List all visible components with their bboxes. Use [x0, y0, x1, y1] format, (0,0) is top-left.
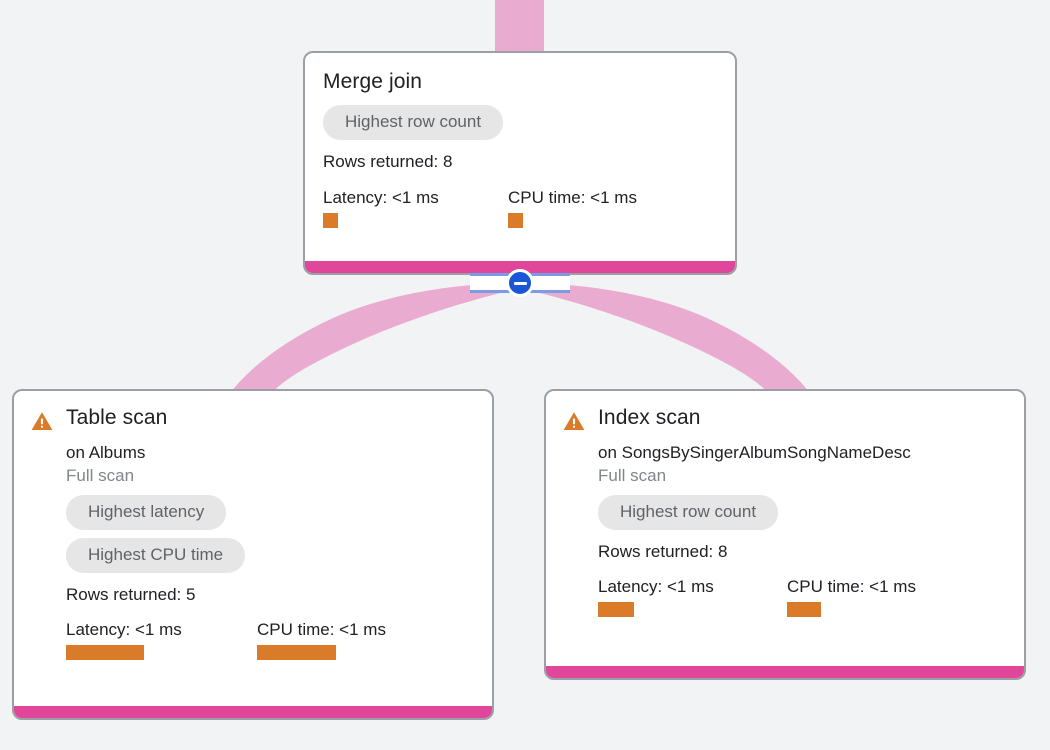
node-chips: Highest latency Highest CPU time [66, 495, 476, 573]
metric-cpu-time-bar [787, 602, 821, 617]
metric-latency-label: Latency: <1 ms [66, 620, 182, 639]
metric-latency-bar [323, 213, 338, 228]
node-header: Index scan on SongsBySingerAlbumSongName… [562, 405, 1008, 617]
metric-cpu-time-bar [257, 645, 336, 660]
chip-highest-cpu-time[interactable]: Highest CPU time [66, 538, 246, 573]
chip-highest-row-count[interactable]: Highest row count [323, 105, 504, 140]
warning-triangle-icon [563, 412, 585, 430]
metric-latency: Latency: <1 ms [66, 619, 257, 660]
node-subtitle: on SongsBySingerAlbumSongNameDesc [598, 443, 911, 462]
metric-cpu-time-bar [508, 213, 523, 228]
node-metrics: Latency: <1 ms CPU time: <1 ms [598, 576, 1008, 617]
chip-highest-row-count[interactable]: Highest row count [598, 495, 779, 530]
metric-latency: Latency: <1 ms [323, 187, 508, 228]
node-header-text: Table scan on Albums Full scan Highest l… [66, 405, 476, 660]
metric-cpu-time: CPU time: <1 ms [508, 187, 637, 228]
metric-latency: Latency: <1 ms [598, 576, 787, 617]
metric-cpu-time-label: CPU time: <1 ms [787, 577, 916, 596]
plan-node-table-scan[interactable]: Table scan on Albums Full scan Highest l… [12, 389, 494, 720]
metric-latency-bar [66, 645, 144, 660]
node-header-text: Merge join [323, 69, 717, 95]
collapse-toggle-button[interactable] [506, 269, 534, 297]
node-metrics: Latency: <1 ms CPU time: <1 ms [66, 619, 476, 660]
rows-returned: Rows returned: 8 [323, 152, 453, 171]
edge-incoming-stub [495, 0, 544, 54]
rows-returned: Rows returned: 8 [598, 542, 728, 561]
metric-cpu-time: CPU time: <1 ms [257, 619, 386, 660]
metric-latency-label: Latency: <1 ms [598, 577, 714, 596]
minus-icon [513, 281, 527, 285]
node-header: Table scan on Albums Full scan Highest l… [30, 405, 476, 660]
metric-latency-label: Latency: <1 ms [323, 188, 439, 207]
node-header: Merge join [323, 69, 717, 95]
node-chips: Highest row count [323, 105, 717, 140]
metric-cpu-time-label: CPU time: <1 ms [508, 188, 637, 207]
node-header-text: Index scan on SongsBySingerAlbumSongName… [598, 405, 1008, 617]
node-body: Table scan on Albums Full scan Highest l… [14, 391, 492, 706]
metric-latency-bar [598, 602, 634, 617]
node-title: Index scan [598, 406, 701, 429]
node-body: Merge join Highest row count Rows return… [305, 53, 735, 261]
chip-highest-latency[interactable]: Highest latency [66, 495, 227, 530]
node-scan-type: Full scan [66, 466, 135, 485]
node-scan-type: Full scan [598, 466, 667, 485]
node-title: Merge join [323, 70, 423, 93]
node-metrics: Latency: <1 ms CPU time: <1 ms [323, 187, 717, 228]
warning-triangle-icon [31, 412, 53, 430]
collapse-toggle[interactable] [470, 269, 570, 297]
metric-cpu-time: CPU time: <1 ms [787, 576, 916, 617]
rows-returned: Rows returned: 5 [66, 585, 196, 604]
node-accent-bar [14, 706, 492, 718]
plan-node-index-scan[interactable]: Index scan on SongsBySingerAlbumSongName… [544, 389, 1026, 680]
plan-node-merge-join[interactable]: Merge join Highest row count Rows return… [303, 51, 737, 275]
node-chips: Highest row count [598, 495, 1008, 530]
node-accent-bar [305, 261, 735, 273]
node-subtitle: on Albums [66, 443, 146, 462]
edge-to-table-scan [232, 283, 520, 391]
node-title: Table scan [66, 406, 168, 429]
edge-to-index-scan [520, 283, 808, 391]
metric-cpu-time-label: CPU time: <1 ms [257, 620, 386, 639]
node-body: Index scan on SongsBySingerAlbumSongName… [546, 391, 1024, 666]
node-accent-bar [546, 666, 1024, 678]
